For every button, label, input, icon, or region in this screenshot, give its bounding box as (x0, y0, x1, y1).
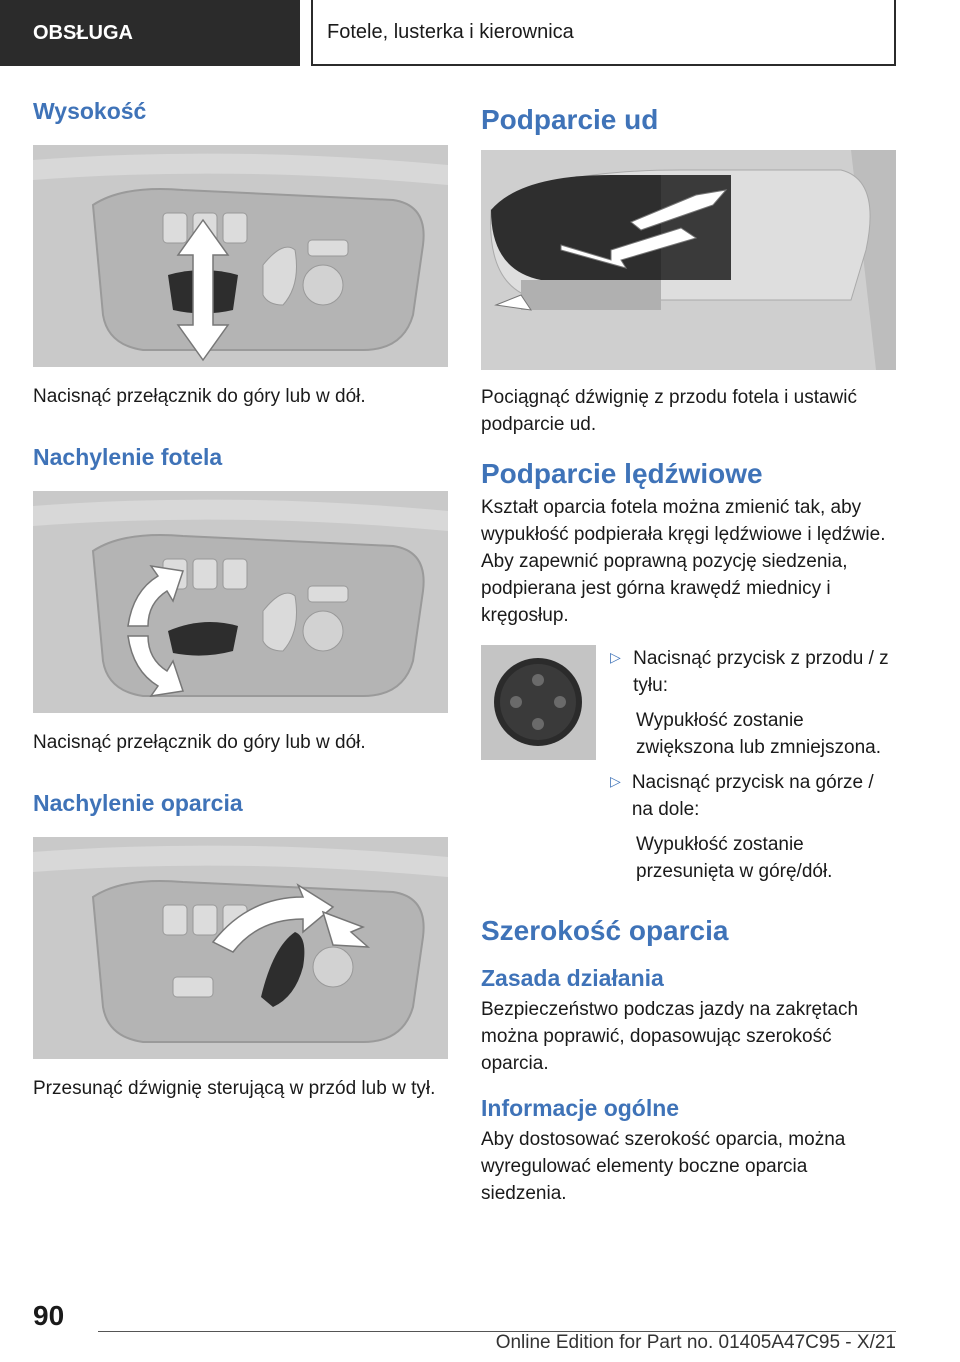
page-number: 90 (33, 1300, 65, 1331)
left-column: Wysokość Nacisnąć przełącznik do góry lu… (33, 98, 448, 1102)
lumbar-result1: Wypukłość zostanie zwiększona lub zmniej… (636, 710, 882, 758)
footer-divider (98, 1331, 896, 1332)
edition-info: Online Edition for Part no. 01405A47C95 … (495, 1332, 896, 1353)
height-text: Nacisnąć przełącznik do góry lub w dół. (33, 386, 366, 407)
backrest-tilt-heading: Nachylenie oparcia (33, 790, 243, 816)
lumbar-result2: Wypukłość zostanie przesunięta w górę/dó… (636, 834, 833, 882)
backrest-tilt-lever-image (33, 837, 448, 1059)
thigh-support-text: Pociągnąć dźwignię z przodu fotela i ust… (481, 387, 857, 435)
seat-tilt-switch-image (33, 491, 448, 713)
lumbar-knob-image (481, 645, 596, 760)
lumbar-text: Kształt oparcia fotela można zmienić tak… (481, 497, 886, 626)
lumbar-step1: Nacisnąć przycisk z przodu / z tyłu: (633, 648, 889, 696)
lumbar-heading: Podparcie lędźwiowe (481, 458, 763, 489)
principle-text: Bezpieczeństwo podczas jazdy na zakrętac… (481, 999, 859, 1074)
lumbar-step2: Nacisnąć przycisk na górze / na dole: (631, 772, 874, 820)
bullet-triangle-icon: ▷ (610, 649, 621, 665)
general-info-heading: Informacje ogólne (481, 1095, 680, 1121)
seat-tilt-heading: Nachylenie fotela (33, 444, 223, 470)
lumbar-instructions: ▷ Nacisnąć przycisk z przodu / z tyłu: W… (481, 645, 896, 885)
principle-heading: Zasada działania (481, 965, 664, 991)
section-label: OBSŁUGA (33, 21, 133, 44)
backrest-tilt-text: Przesunąć dźwignię sterującą w przód lub… (33, 1078, 436, 1099)
height-switch-image (33, 145, 448, 367)
section-tab: OBSŁUGA (0, 0, 300, 66)
chapter-header: Fotele, lusterka i kierownica (311, 0, 896, 66)
right-column: Podparcie ud Pociągnąć dźwignię z przodu… (481, 98, 896, 1207)
seat-tilt-text: Nacisnąć przełącznik do góry lub w dół. (33, 732, 366, 753)
height-heading: Wysokość (33, 98, 147, 124)
backrest-width-heading: Szerokość oparcia (481, 915, 729, 946)
bullet-triangle-icon: ▷ (610, 773, 621, 789)
thigh-support-heading: Podparcie ud (481, 104, 659, 135)
general-info-text: Aby dostosować szerokość oparcia, można … (481, 1129, 846, 1204)
chapter-title: Fotele, lusterka i kierownica (327, 20, 574, 43)
thigh-support-image (481, 150, 896, 370)
